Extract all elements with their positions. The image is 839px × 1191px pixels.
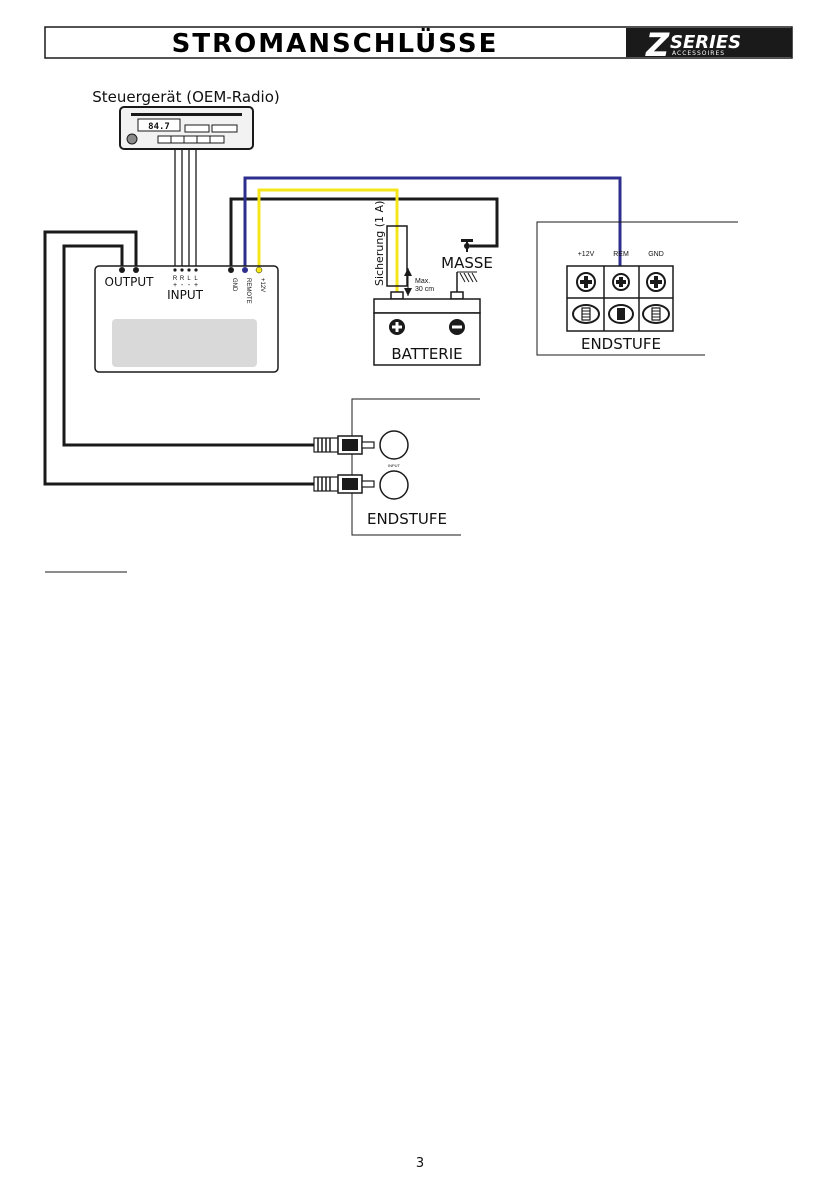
radio-button xyxy=(185,125,209,132)
output-label: OUTPUT xyxy=(105,275,155,289)
head-unit: Steuergerät (OEM-Radio) 84.7 xyxy=(92,88,280,149)
amplifier-power: +12V REM GND xyxy=(537,222,738,355)
clamp-icon xyxy=(609,305,633,323)
page-title: STROMANSCHLÜSSE xyxy=(172,26,499,59)
fuse-label: Sicherung (1 A) xyxy=(373,201,386,286)
gnd-label: GND xyxy=(231,278,237,292)
clamp-icon xyxy=(643,305,669,323)
radio-cd-slot xyxy=(131,113,242,116)
terminal-label: GND xyxy=(648,251,664,258)
ground-bolt xyxy=(461,239,473,242)
max-label: Max. xyxy=(415,278,430,285)
rca-plug-icon xyxy=(314,475,374,493)
terminal-label: REM xyxy=(613,251,629,258)
input-label: INPUT xyxy=(167,288,204,302)
battery: BATTERIE xyxy=(374,292,480,365)
fuse: Sicherung (1 A) Max. 30 cm xyxy=(373,201,434,296)
battery-minus-post xyxy=(451,292,463,299)
amplifier-input: INPUT ENDSTUFE xyxy=(314,399,480,535)
head-unit-title: Steuergerät (OEM-Radio) xyxy=(92,88,280,106)
gnd-terminal xyxy=(228,267,234,273)
amplifier-power-label: ENDSTUFE xyxy=(581,335,661,353)
radio-frequency: 84.7 xyxy=(148,122,170,132)
arrow-down-icon xyxy=(404,288,412,296)
battery-lid xyxy=(374,299,480,313)
screw-icon xyxy=(577,273,595,291)
remote-terminal xyxy=(242,267,248,273)
output-terminal xyxy=(133,267,139,273)
converter-panel xyxy=(112,319,257,367)
ground-label: MASSE xyxy=(441,254,493,272)
radio-button xyxy=(212,125,237,132)
converter-unit: OUTPUT R R L L + - - + INPUT GND REMOTE … xyxy=(95,266,278,372)
page-number: 3 xyxy=(416,1156,424,1171)
radio-knob xyxy=(127,134,137,144)
amplifier-input-label: ENDSTUFE xyxy=(367,510,447,528)
battery-plus-post xyxy=(391,292,403,299)
screw-icon xyxy=(613,274,629,290)
clamp-icon xyxy=(573,305,599,323)
remote-label: REMOTE xyxy=(245,278,251,304)
terminal-label: +12V xyxy=(578,251,595,258)
plus12-terminal xyxy=(256,267,262,273)
screw-icon xyxy=(647,273,665,291)
arrow-up-icon xyxy=(404,268,412,276)
radio-preset-bar xyxy=(158,136,224,143)
output-terminal xyxy=(119,267,125,273)
plus-icon xyxy=(389,319,405,335)
rca-input-label: INPUT xyxy=(388,463,401,468)
plus12-label: +12V xyxy=(259,278,265,292)
rca-plug-icon xyxy=(314,436,374,454)
battery-label: BATTERIE xyxy=(391,345,462,363)
ground-hatch-icon xyxy=(457,272,477,282)
minus-icon xyxy=(449,319,465,335)
distance-label: 30 cm xyxy=(415,286,434,293)
speaker-wires xyxy=(175,149,196,270)
rca-jack-lower xyxy=(380,471,408,499)
header: STROMANSCHLÜSSE Z SERIES ACCESSOIRES xyxy=(45,26,792,64)
logo-letter: Z xyxy=(645,26,670,64)
logo-subtitle: ACCESSOIRES xyxy=(672,50,725,57)
rca-jack-upper xyxy=(380,431,408,459)
